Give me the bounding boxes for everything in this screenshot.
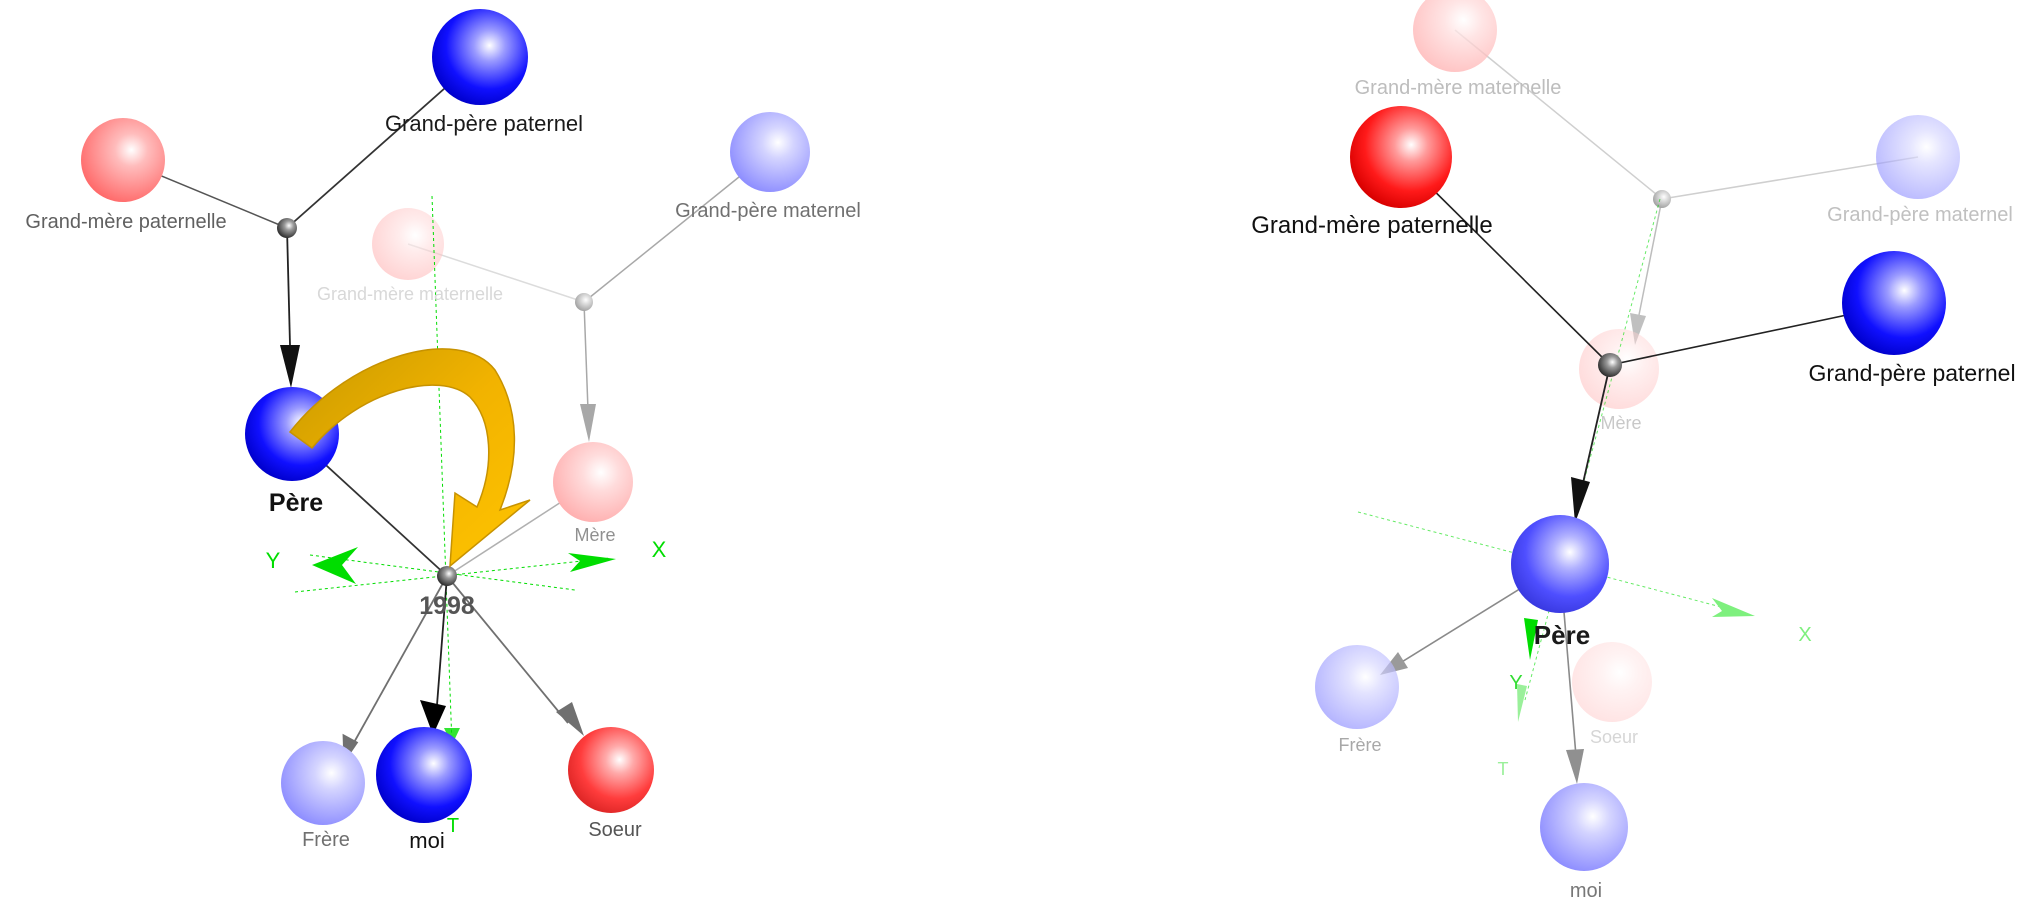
edge [286,227,291,346]
right-axes [1357,198,1755,722]
edge [583,301,589,411]
axis-t-label: T [1498,759,1509,779]
edge-union-frere [351,575,448,747]
node-moi[interactable] [1540,783,1628,871]
arrow-head [580,404,596,442]
label-soeur: Soeur [1590,727,1638,747]
node-grand-mere-paternelle[interactable] [81,118,165,202]
right-view: Grand-mère maternelle Grand-mère paterne… [1251,0,2016,902]
edge-union-soeur [446,575,569,724]
edge [1661,156,1919,200]
node-mere[interactable] [553,442,633,522]
node-grand-pere-paternel[interactable] [432,9,528,105]
label-frere: Frère [1338,735,1381,755]
union-node[interactable] [1598,353,1622,377]
union-node[interactable] [575,293,593,311]
node-soeur[interactable] [1572,642,1652,722]
axis-x-arrow [568,553,616,572]
left-view: Grand-père paternel Grand-mère paternell… [25,9,861,853]
label-grand-pere-paternel: Grand-père paternel [385,111,583,136]
left-maternal-branch [372,112,810,442]
label-year: 1998 [419,592,475,620]
node-soeur[interactable] [568,727,654,813]
union-node-1998[interactable] [437,566,457,586]
node-grand-mere-paternelle[interactable] [1350,106,1452,208]
node-grand-mere-maternelle[interactable] [372,208,444,280]
axis-y-label: Y [1509,672,1522,694]
axis-y-arrow [312,547,358,584]
axis-t-line [1524,198,1661,701]
left-paternal-branch [81,9,528,388]
edge [1454,29,1663,200]
node-grand-mere-maternelle[interactable] [1413,0,1497,72]
arrow-head [556,702,584,736]
label-grand-mere-paternelle: Grand-mère paternelle [25,211,226,233]
node-grand-pere-maternel[interactable] [1876,115,1960,199]
label-soeur: Soeur [588,819,642,841]
label-mere: Mère [574,525,615,545]
union-node[interactable] [277,218,297,238]
label-grand-pere-maternel: Grand-père maternel [675,200,861,222]
union-node[interactable] [1653,190,1671,208]
axis-t-label: T [447,815,459,837]
label-moi: moi [1570,880,1602,902]
edge [1637,198,1663,321]
label-grand-pere-paternel: Grand-père paternel [1808,360,2015,386]
axis-x-arrow [1712,598,1755,617]
node-frere[interactable] [1315,645,1399,729]
axis-y-label: Y [266,548,281,573]
node-frere[interactable] [281,741,365,825]
axis-y-arrow [1524,618,1538,660]
node-moi[interactable] [376,727,472,823]
right-maternal-branch [1413,0,1960,409]
arrow-head [1571,477,1590,523]
arrow-head [280,345,300,388]
label-grand-mere-maternelle: Grand-mère maternelle [317,284,503,304]
label-pere: Père [1534,620,1590,650]
axis-t-arrow [1517,684,1527,722]
label-pere: Père [269,489,323,517]
label-grand-mere-maternelle: Grand-mère maternelle [1355,77,1562,99]
node-pere-overlay [1511,515,1609,613]
left-axes [294,195,616,746]
label-grand-mere-paternelle: Grand-mère paternelle [1251,212,1492,239]
node-grand-pere-paternel[interactable] [1842,251,1946,355]
axis-x-line [1357,511,1749,615]
label-mere: Mère [1600,413,1641,433]
axis-x-label: X [652,537,667,562]
rotation-arrow [288,348,531,568]
arrow-head [420,700,446,735]
axis-t-line [431,195,453,746]
arrow-head [1566,749,1584,784]
node-grand-pere-maternel[interactable] [730,112,810,192]
axis-x-label: X [1798,624,1811,646]
label-frere: Frère [302,829,350,851]
edge-union-pere [1582,364,1611,484]
label-grand-pere-maternel: Grand-père maternel [1827,204,2013,226]
edge-union-moi [436,575,448,706]
label-moi: moi [409,828,444,853]
